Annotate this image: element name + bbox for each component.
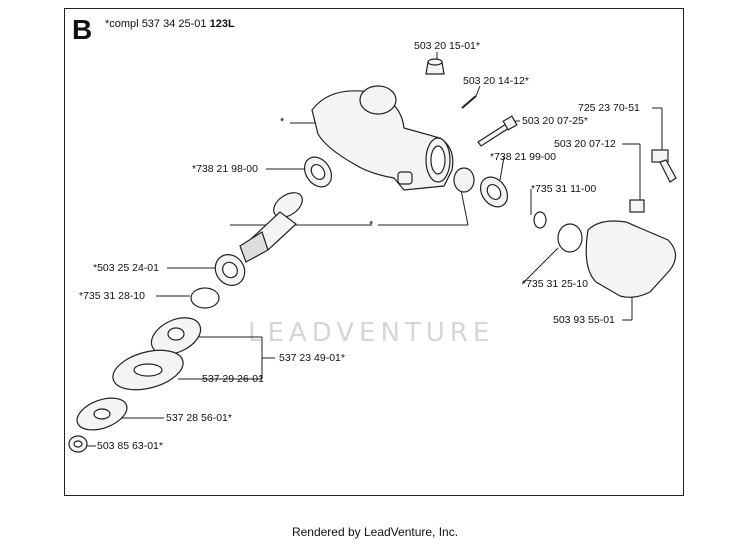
callout-503-20-07-25: 503 20 07-25*: [522, 115, 588, 127]
callout-503-20-15-01: 503 20 15-01*: [414, 40, 480, 52]
header-part-number: 537 34 25-01: [141, 18, 207, 30]
callout-537-29-26-01: 537 29 26-01: [202, 373, 264, 385]
callout-537-28-56-01: 537 28 56-01*: [166, 412, 232, 424]
callout-503-93-55-01: 503 93 55-01: [553, 314, 615, 326]
header-model: 123L: [209, 18, 235, 30]
watermark: LEADVENTURE: [248, 318, 495, 348]
callout-738-21-99-00: *738 21 99-00: [490, 151, 556, 163]
header-prefix: *compl: [105, 18, 139, 30]
callout-503-20-14-12: 503 20 14-12*: [463, 75, 529, 87]
section-letter: B: [72, 14, 93, 45]
callout-735-31-11-00: *735 31 11-00: [531, 183, 597, 195]
callout-738-21-98-00: *738 21 98-00: [192, 163, 258, 175]
callout-star-shaft: *: [369, 219, 374, 231]
callout-star-housing: *: [280, 116, 285, 128]
callout-735-31-25-10: *735 31 25-10: [522, 278, 588, 290]
assembly-header: *compl 537 34 25-01 123L: [105, 18, 235, 30]
callout-735-31-28-10: *735 31 28-10: [79, 290, 145, 302]
callout-503-25-24-01: *503 25 24-01: [93, 262, 159, 274]
footer-credit: Rendered by LeadVenture, Inc.: [291, 525, 459, 539]
callout-725-23-70-51: 725 23 70-51: [578, 102, 640, 114]
callout-503-85-63-01: 503 85 63-01*: [97, 440, 163, 452]
callout-537-23-49-01: 537 23 49-01*: [279, 352, 345, 364]
diagram-frame: [64, 8, 684, 496]
callout-503-20-07-12: 503 20 07-12: [554, 138, 616, 150]
